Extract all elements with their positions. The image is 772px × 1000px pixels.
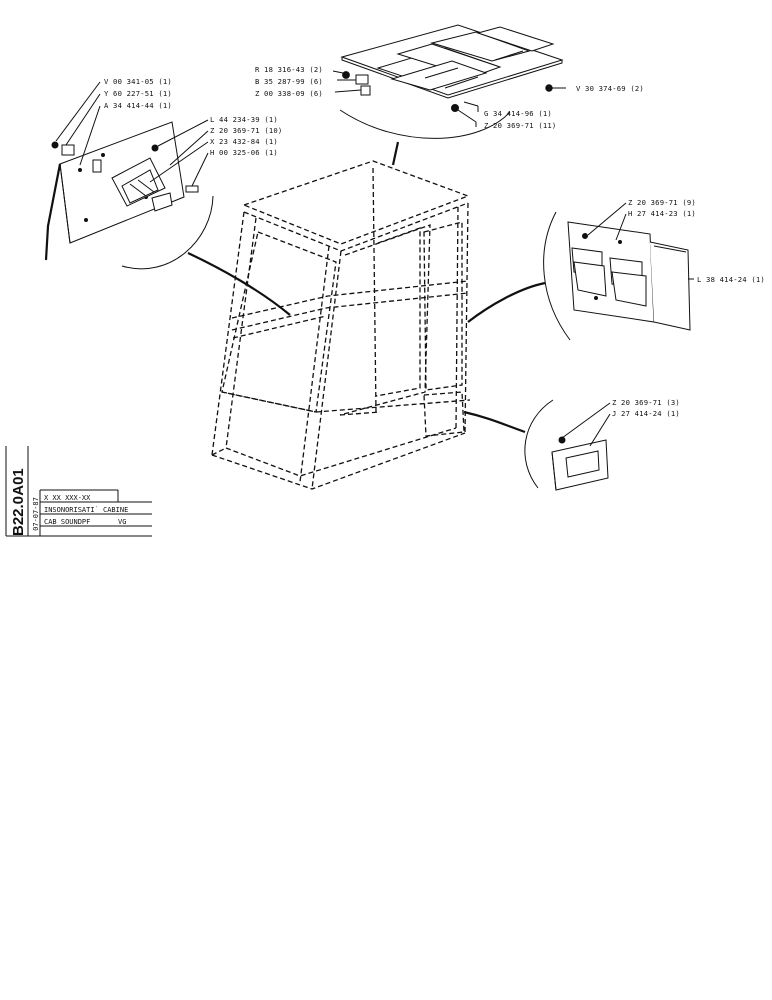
serial-range: X XX XXX-XX — [44, 494, 91, 502]
cab-frame — [211, 160, 471, 490]
sheet-date: 07-07-87 — [32, 497, 40, 531]
left-callouts: V 00 341-05 (1) Y 60 227-51 (1) A 34 414… — [104, 77, 282, 157]
callout-label: L 44 234-39 (1) — [210, 115, 278, 124]
callout-label: G 34 414-96 (1) — [484, 109, 552, 118]
title-block: A01 B22.0 07-07-87 X XX XXX-XX INSONORIS… — [5, 446, 152, 537]
model-code: VG — [118, 518, 126, 526]
callout-label: H 00 325-06 (1) — [210, 148, 278, 157]
screw-icon — [582, 233, 588, 239]
callout-label: Z 00 338-09 (6) — [255, 89, 323, 98]
callout-label: V 30 374-69 (2) — [576, 84, 644, 93]
clip-icon — [61, 144, 75, 156]
screw-icon — [558, 436, 566, 444]
screw-icon — [151, 144, 159, 152]
title-french: INSONORISATI˙ CABINE — [44, 506, 128, 514]
callout-label: X 23 432-84 (1) — [210, 137, 278, 146]
washer-icon — [342, 71, 350, 79]
right-callouts: Z 20 369-71 (9) H 27 414-23 (1) L 38 414… — [628, 198, 765, 284]
lower-right-callouts: Z 20 369-71 (3) J 27 414-24 (1) — [612, 398, 680, 418]
callout-label: J 27 414-24 (1) — [612, 409, 680, 418]
callout-label: Z 20 369-71 (9) — [628, 198, 696, 207]
callout-label: R 18 316-43 (2) — [255, 65, 323, 74]
title-english: CAB SOUNDPF — [44, 518, 90, 526]
bolt-head-icon — [360, 85, 371, 96]
roof-callouts: R 18 316-43 (2) B 35 287-99 (6) Z 00 338… — [255, 65, 644, 130]
callout-label: B 35 287-99 (6) — [255, 77, 323, 86]
screw-icon — [51, 141, 59, 149]
page-number: B22.0 — [10, 496, 27, 536]
callout-label: V 00 341-05 (1) — [104, 77, 172, 86]
spacer-block-icon — [355, 74, 369, 85]
callout-label: H 27 414-23 (1) — [628, 209, 696, 218]
roof-insulation-assembly — [332, 24, 566, 166]
callout-label: Z 20 369-71 (11) — [484, 121, 556, 130]
callout-label: A 34 414-44 (1) — [104, 101, 172, 110]
bolt-icon — [185, 185, 199, 193]
lower-cover-assembly — [463, 399, 611, 491]
right-panel-assembly — [467, 202, 694, 341]
callout-label: Z 20 369-71 (10) — [210, 126, 282, 135]
callout-label: Z 20 369-71 (3) — [612, 398, 680, 407]
left-panel-assembly — [44, 81, 291, 316]
screw-icon — [451, 104, 459, 112]
callout-label: L 38 414-24 (1) — [697, 275, 765, 284]
callout-label: Y 60 227-51 (1) — [104, 89, 172, 98]
section-code: A01 — [10, 468, 27, 496]
